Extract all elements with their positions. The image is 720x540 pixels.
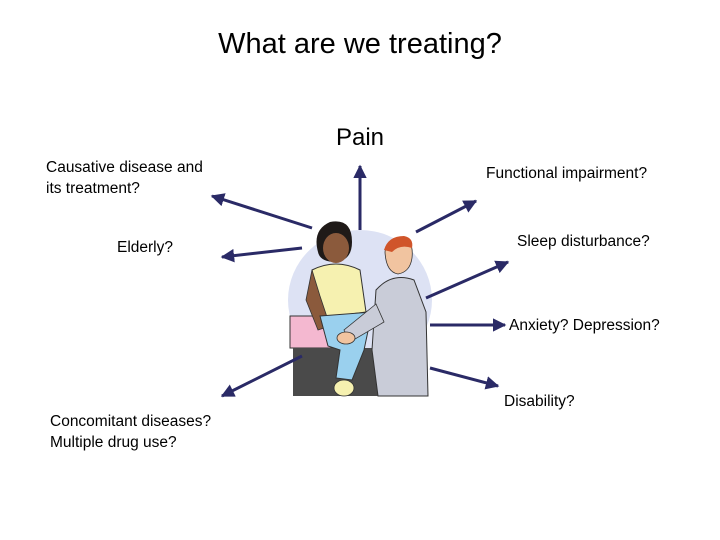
arrow-to-sleep-disturbance <box>425 260 510 300</box>
label-elderly: Elderly? <box>117 239 173 256</box>
arrow-to-elderly <box>220 246 303 263</box>
label-anxiety-depression: Anxiety? Depression? <box>509 317 660 334</box>
arrow-to-concomitant-diseases <box>220 354 303 398</box>
label-sleep-disturbance: Sleep disturbance? <box>517 233 650 250</box>
doctor-patient-illustration <box>288 221 432 397</box>
label-causative-disease: Causative disease and its treatment? <box>46 157 203 199</box>
arrow-to-disability <box>429 366 500 390</box>
label-causative-line1: Causative disease and <box>46 159 203 176</box>
label-concomitant-diseases: Concomitant diseases? Multiple drug use? <box>50 411 211 453</box>
doctor-figure <box>336 236 429 397</box>
slide-title: What are we treating? <box>218 28 502 60</box>
label-disability: Disability? <box>504 393 575 410</box>
label-functional-impairment: Functional impairment? <box>486 165 648 182</box>
arrows <box>210 164 510 398</box>
label-concomitant-line2: Multiple drug use? <box>50 434 177 451</box>
arrow-to-functional-impairment <box>415 199 478 234</box>
pain-label: Pain <box>335 124 385 151</box>
arrow-to-causative-disease <box>210 193 313 230</box>
label-causative-line2: its treatment? <box>46 180 140 197</box>
label-concomitant-line1: Concomitant diseases? <box>50 413 212 430</box>
